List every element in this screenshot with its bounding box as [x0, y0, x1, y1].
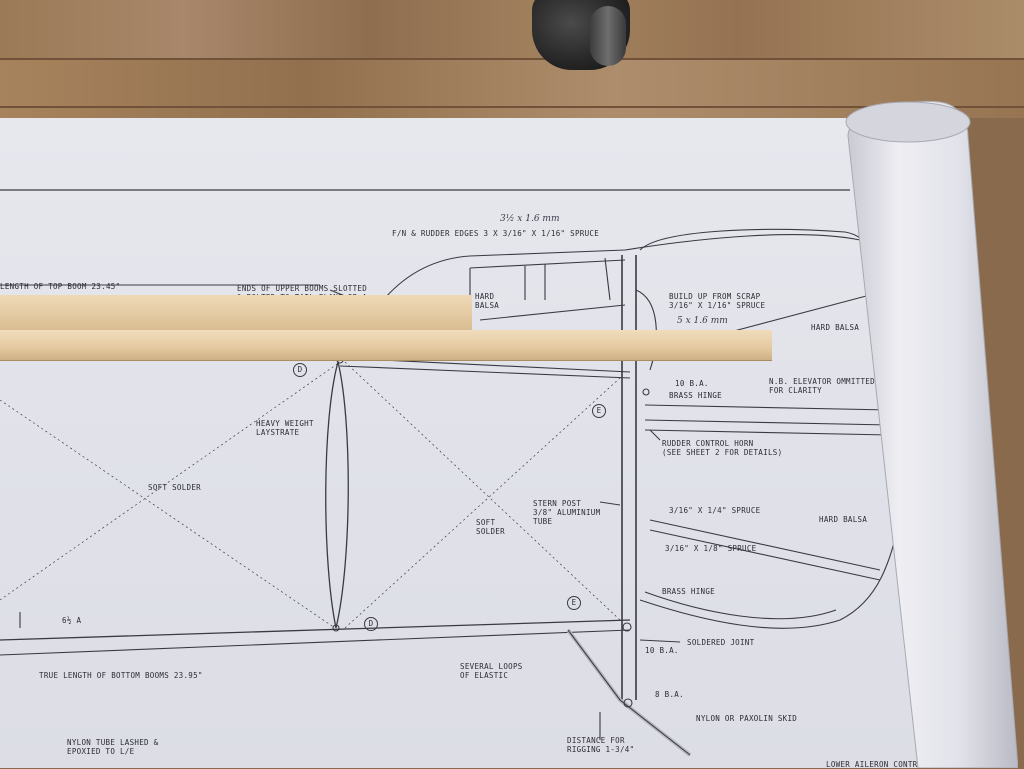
- label-soft-solder-left: SOFT SOLDER: [148, 483, 201, 492]
- label-spruce-eighth: 3/16" X 1/8" SPRUCE: [665, 544, 757, 553]
- label-8ba: 8 B.A.: [655, 690, 684, 699]
- chair-caster-hub: [590, 6, 626, 66]
- bolt-8ba: [623, 698, 633, 708]
- rudder-spar: [649, 519, 881, 571]
- label-several-loops: SEVERAL LOOPS OF ELASTIC: [460, 662, 523, 680]
- pencil-note-right: 5 x 1.6 mm: [677, 316, 728, 326]
- label-rudder-edges: F/N & RUDDER EDGES 3 X 3/16" X 1/16" SPR…: [392, 229, 600, 238]
- leader-line: [649, 429, 661, 441]
- balsa-strip-wide: [0, 295, 472, 332]
- skid-outline: [567, 629, 691, 756]
- leader-line: [639, 639, 681, 643]
- interplane-strut: [325, 361, 349, 629]
- label-bottom-booms: TRUE LENGTH OF BOTTOM BOOMS 23.95": [39, 671, 203, 680]
- pencil-note-top: 3½ x 1.6 mm: [500, 214, 560, 224]
- label-hard-balsa-1: HARD BALSA: [475, 292, 500, 310]
- label-10ba-bottom: 10 B.A.: [645, 646, 679, 655]
- balsa-strip-long: [0, 330, 772, 361]
- rigging-wires: [0, 361, 621, 629]
- rudder-outline: [639, 519, 901, 629]
- fin-spar: [479, 304, 626, 321]
- label-lower-aileron: LOWER AILERON CONTR: [826, 760, 918, 769]
- bottom-boom: [0, 629, 631, 656]
- marker-e-bottom: E: [567, 596, 581, 610]
- label-build-up: BUILD UP FROM SCRAP 3/16" X 1/16" SPRUCE: [669, 292, 766, 310]
- label-rudder-horn: RUDDER CONTROL HORN (SEE SHEET 2 FOR DET…: [662, 439, 783, 457]
- marker-d-top: D: [293, 363, 307, 377]
- floor-plank: [0, 0, 1024, 58]
- bolt-10ba: [622, 622, 632, 632]
- upper-boom: [339, 365, 631, 379]
- label-hard-balsa-3: HARD BALSA: [819, 515, 868, 524]
- bottom-boom: [0, 619, 631, 641]
- elevator-spar: [644, 429, 891, 436]
- fin-inner-line: [469, 259, 626, 269]
- elevator-spar: [644, 419, 891, 426]
- marker-d-bottom: D: [364, 617, 378, 631]
- plan-sheet: [0, 118, 940, 768]
- label-spruce-quarter: 3/16" X 1/4" SPRUCE: [669, 506, 761, 515]
- rudder-spar: [649, 529, 881, 581]
- hinge-bolt: [642, 388, 650, 396]
- label-elevator-omitted: N.B. ELEVATOR OMMITTED FOR CLARITY: [769, 377, 875, 395]
- label-soldered-joint: SOLDERED JOINT: [687, 638, 755, 647]
- label-heavy-weight: HEAVY WEIGHT LAYSTRATE: [256, 419, 314, 437]
- leader-line: [599, 501, 621, 506]
- label-hard-balsa-2: HARD BALSA: [811, 323, 860, 332]
- paper-roll: [845, 100, 1018, 768]
- elevator-spar: [644, 404, 891, 411]
- strut-end: [332, 624, 340, 632]
- label-soft-solder-mid: SOFT SOLDER: [476, 518, 505, 536]
- plank-seam: [0, 106, 1024, 108]
- fin-outline-top: [384, 234, 861, 299]
- label-top-boom: LENGTH OF TOP BOOM 23.45": [0, 282, 121, 291]
- label-distance: DISTANCE FOR RIGGING 1-3/4": [567, 736, 635, 754]
- fin-rib: [604, 257, 611, 301]
- label-small-note: 6½ A: [62, 616, 82, 625]
- label-brass-hinge-bottom: BRASS HINGE: [662, 587, 715, 596]
- marker-e-top: E: [592, 404, 606, 418]
- label-brass-hinge-top: BRASS HINGE: [669, 391, 722, 400]
- label-10ba-top: 10 B.A.: [675, 379, 709, 388]
- rudder-inner: [644, 591, 837, 620]
- label-stern-post: STERN POST 3/8" ALUMINIUM TUBE: [533, 499, 601, 526]
- label-nylon-tube: NYLON TUBE LASHED & EPOXIED TO L/E: [67, 738, 159, 756]
- label-skid: NYLON OR PAXOLIN SKID: [696, 714, 798, 723]
- plank-seam: [0, 58, 1024, 60]
- floor-plank: [0, 60, 1024, 118]
